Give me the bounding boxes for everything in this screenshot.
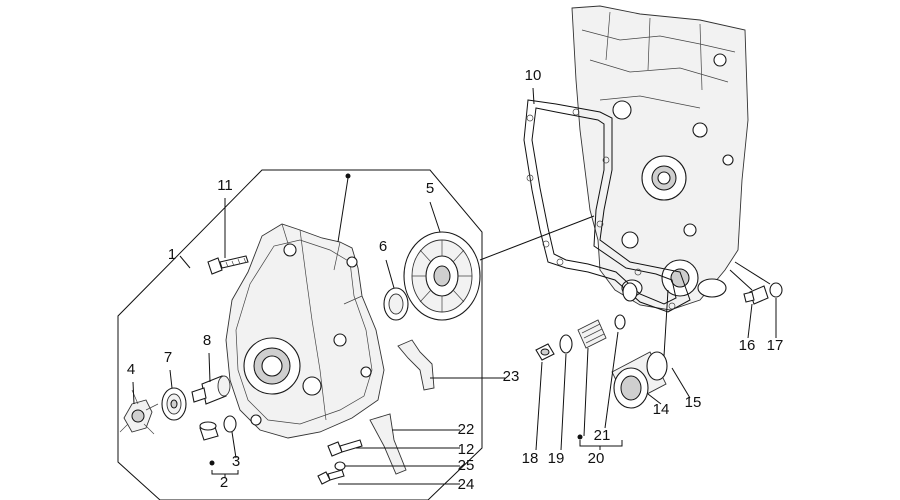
callout-15: 15 [685, 394, 702, 411]
water-pump-impeller-part-4 [119, 389, 159, 435]
oil-seal-part-6 [383, 287, 409, 321]
o-ring-part-19 [559, 334, 573, 354]
callout-25: 25 [458, 457, 475, 474]
callout-16: 16 [739, 337, 756, 354]
callout-10: 10 [525, 67, 542, 84]
callout-12: 12 [458, 441, 475, 458]
screw-part-24 [317, 469, 345, 485]
callout-7: 7 [164, 349, 172, 366]
callout-6: 6 [379, 238, 387, 255]
oil-filter-part-14 [611, 351, 668, 409]
spring-seat [622, 282, 638, 302]
plug-part-18 [535, 343, 555, 361]
bracket-part-22 [369, 413, 407, 475]
bracket-part-23 [397, 339, 435, 391]
assembly-group-frame [117, 169, 483, 500]
sensor-part-16 [743, 285, 769, 305]
bolt-part-11 [207, 255, 249, 275]
callout-1: 1 [168, 246, 176, 263]
callout-22: 22 [458, 421, 475, 438]
callout-14: 14 [653, 401, 670, 418]
callout-11: 11 [217, 177, 233, 194]
o-ring-part-20 [614, 314, 626, 330]
callout-23: 23 [503, 368, 520, 385]
cooling-fan-part-5 [403, 231, 481, 321]
callout-8: 8 [203, 332, 211, 349]
washer-part-25 [334, 461, 346, 471]
pulley-part-7 [161, 387, 187, 421]
leader-lines [132, 87, 777, 485]
side-cover-part-1 [225, 223, 385, 439]
strainer-part-21 [577, 319, 607, 349]
callout-18: 18 [522, 450, 539, 467]
callout-17: 17 [767, 337, 784, 354]
plug-part-2 [199, 421, 219, 441]
o-ring-part-3 [223, 415, 237, 433]
bushing-part-8 [191, 375, 231, 405]
callout-5: 5 [426, 180, 434, 197]
callout-3: 3 [232, 453, 240, 470]
callout-19: 19 [548, 450, 565, 467]
callout-24: 24 [458, 476, 475, 493]
screw-part-12 [327, 439, 363, 457]
callout-2: 2 [220, 474, 228, 491]
callout-20: 20 [588, 450, 605, 467]
crankcase-housing [571, 5, 749, 311]
callout-21: 21 [594, 427, 611, 444]
gasket-part-10 [523, 99, 691, 313]
callout-4: 4 [127, 361, 135, 378]
washer-part-17 [769, 282, 783, 298]
